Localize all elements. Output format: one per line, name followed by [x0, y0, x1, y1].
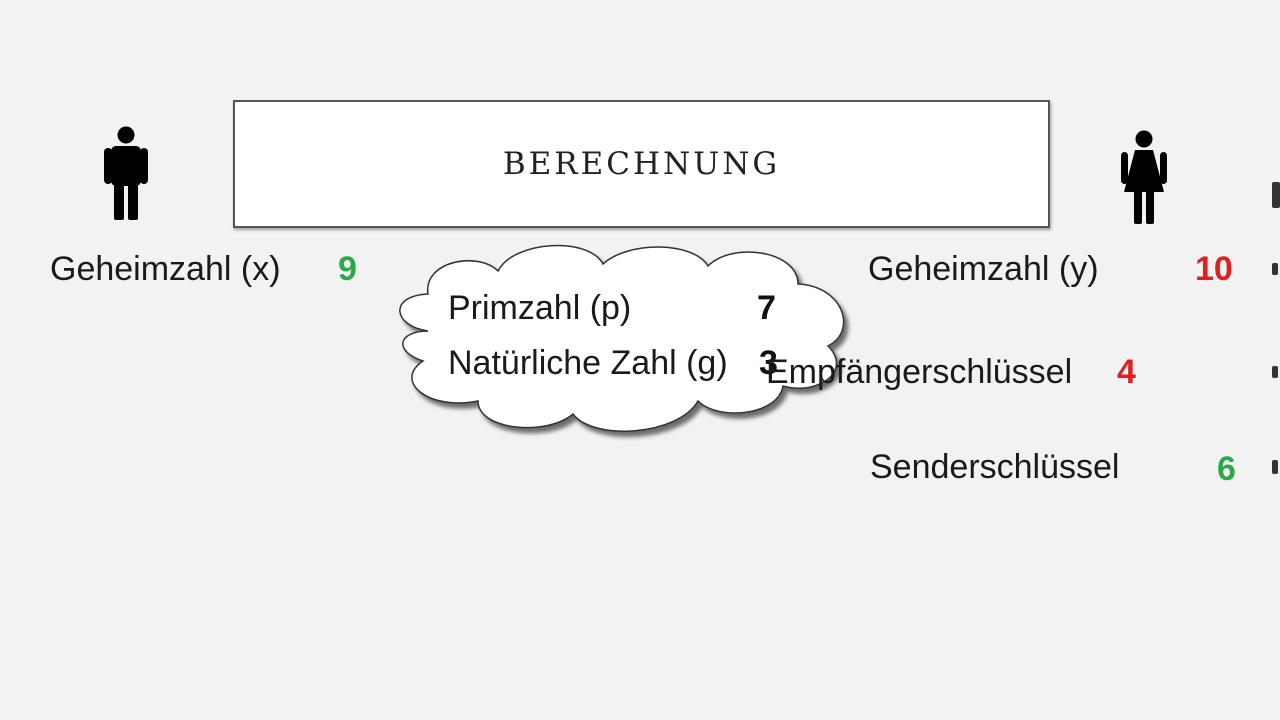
- prime-label: Primzahl (p): [448, 289, 632, 327]
- receiver-key-label: Empfängerschlüssel: [766, 353, 1073, 391]
- edge-fragment: [1272, 460, 1278, 474]
- sender-key-label: Senderschlüssel: [870, 448, 1120, 486]
- slide-title: BERECHNUNG: [502, 146, 781, 182]
- title-box: BERECHNUNG: [233, 100, 1050, 228]
- sender-secret-label: Geheimzahl (x): [50, 250, 281, 288]
- receiver-secret-label: Geheimzahl (y): [868, 250, 1099, 288]
- receiver-secret-value: 10: [1195, 250, 1233, 288]
- female-person-icon: [1121, 130, 1167, 224]
- edge-fragment: [1272, 263, 1278, 275]
- receiver-key-value: 4: [1117, 353, 1136, 391]
- sender-key-value: 6: [1217, 450, 1236, 488]
- edge-fragment: [1272, 366, 1278, 378]
- natural-number-label: Natürliche Zahl (g): [448, 344, 728, 382]
- sender-secret-value: 9: [338, 250, 357, 288]
- cloud-shape: [399, 244, 845, 432]
- natural-number-value: 3: [759, 344, 778, 382]
- prime-value: 7: [757, 289, 776, 327]
- male-person-icon: [104, 126, 148, 220]
- edge-fragment: [1272, 182, 1280, 208]
